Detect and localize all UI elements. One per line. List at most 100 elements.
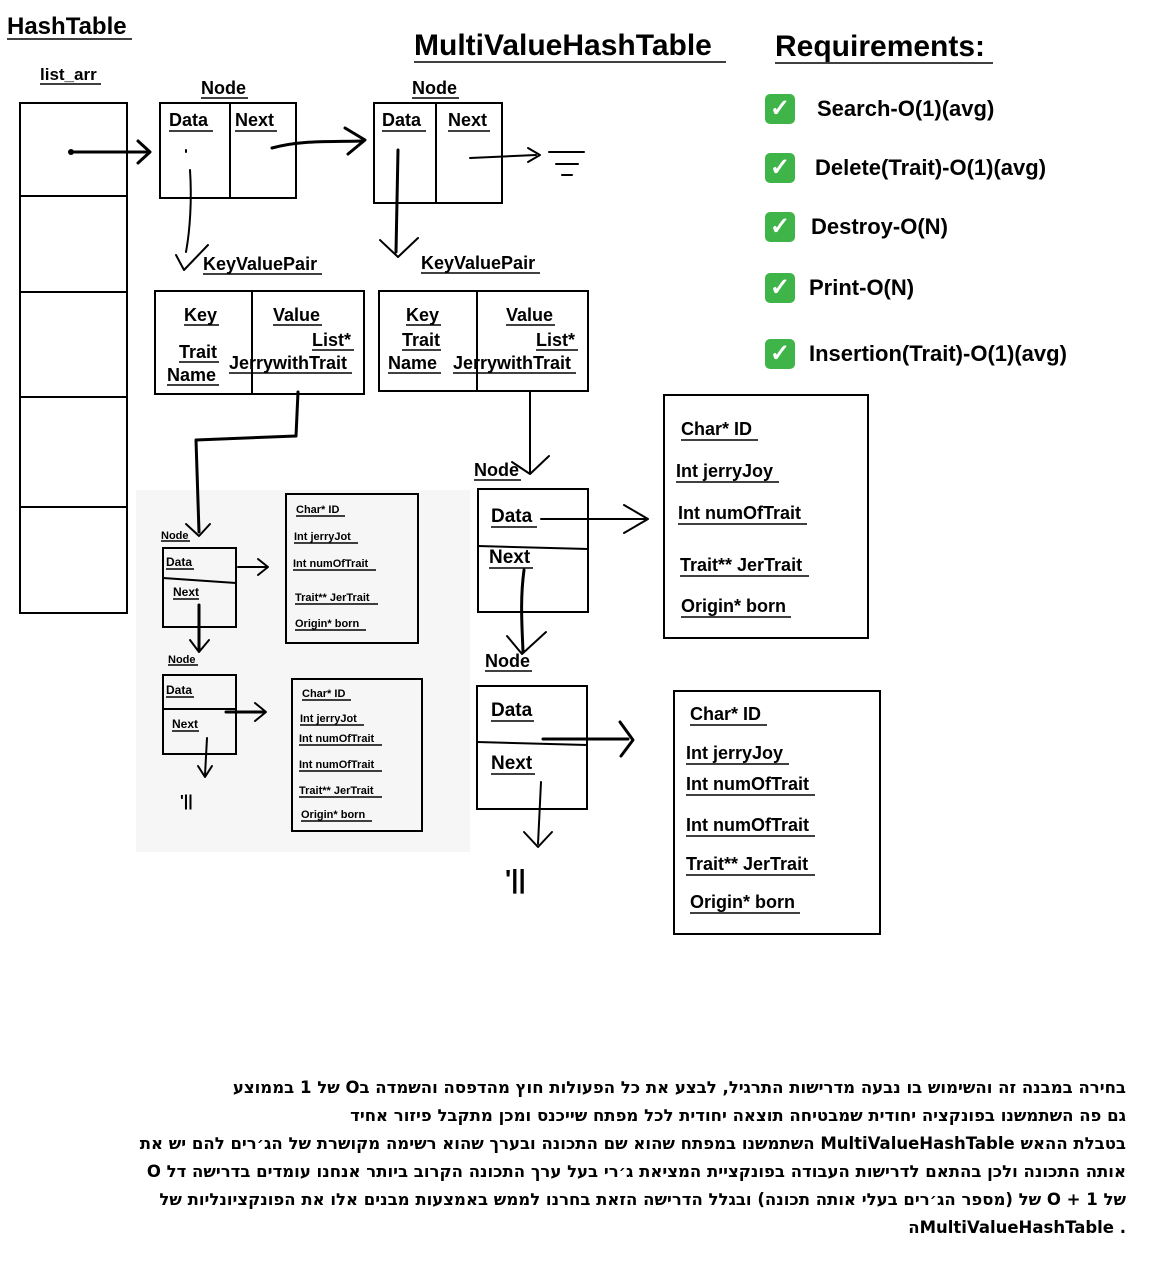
kvp1-name-label: Name	[167, 365, 216, 385]
node1-data-label: Data	[169, 110, 209, 130]
right-node-2	[476, 685, 588, 810]
right-node1-next-label: Next	[489, 547, 531, 568]
card1-num: Int numOfTrait	[678, 503, 801, 523]
paragraph-line: אותה התכונה ולכן בהתאם לדרישות העבודה בפ…	[146, 1162, 1126, 1181]
kvp2-trait-label: Trait	[402, 330, 440, 350]
jerry-card-small-1	[285, 493, 419, 644]
requirement-text: Search-O(1)(avg)	[817, 96, 995, 121]
requirement-item: ✓ Search-O(1)(avg)	[765, 94, 994, 124]
right-null-mark: '||	[505, 864, 526, 894]
kvp2-title: KeyValuePair	[421, 253, 535, 273]
node1-data-arrow	[185, 149, 192, 253]
right-node2-title: Node	[485, 651, 530, 671]
kvp1-value-arrow	[194, 390, 300, 534]
requirements-title: Requirements:	[775, 30, 985, 63]
card1-id: Char* ID	[681, 419, 752, 439]
paragraph-line: בחירה במבנה זה והשימוש בו נבעה מדרישות ה…	[232, 1078, 1126, 1097]
left-node1-data-label: Data	[166, 555, 192, 569]
small2-id: Char* ID	[302, 688, 345, 700]
card2-id: Char* ID	[690, 704, 761, 724]
card1-origin: Origin* born	[681, 596, 786, 616]
node1-next-arrow	[270, 139, 364, 150]
paragraph-line: בטבלת ההאש MultiValueHashTable השתמשנו ב…	[139, 1134, 1126, 1153]
card1-trait: Trait** JerTrait	[680, 555, 802, 575]
kvp1-jerry-label: JerrywithTrait	[229, 353, 347, 373]
kvp2-value-label: Value	[506, 305, 553, 325]
left-node1-title: Node	[161, 530, 189, 542]
kvp1-key-label: Key	[184, 305, 217, 325]
check-mark-icon: ✓	[765, 212, 795, 242]
small1-id: Char* ID	[296, 504, 339, 516]
left-node2-data-label: Data	[166, 683, 192, 697]
node2-next-label: Next	[448, 110, 487, 130]
paragraph-line: של 1 + O של (מספר הג׳רים בעלי אותה תכונה…	[159, 1190, 1126, 1209]
small1-num: Int numOfTrait	[293, 558, 369, 570]
node2-data-arrow	[394, 148, 400, 254]
small2-origin: Origin* born	[301, 809, 365, 821]
kvp1-title: KeyValuePair	[203, 254, 317, 274]
card1-joy: Int jerryJoy	[676, 461, 773, 481]
kvp1-value-label: Value	[273, 305, 320, 325]
kvp2-name-label: Name	[388, 353, 437, 373]
jerry-card-1	[663, 394, 869, 639]
jerry-card-2	[673, 690, 881, 935]
check-mark-icon: ✓	[765, 339, 795, 369]
right-node2-next-label: Next	[491, 753, 533, 774]
requirement-text: Destroy-O(N)	[811, 214, 948, 239]
explanation-paragraph: בחירה במבנה זה והשימוש בו נבעה מדרישות ה…	[30, 1074, 1126, 1242]
list-array	[19, 102, 128, 614]
left-node2-next-arrow	[204, 737, 208, 776]
left-chain-background	[136, 490, 470, 852]
key-value-pair-1	[154, 290, 365, 395]
right-node1-next-arrow	[520, 568, 526, 654]
node1-next-label: Next	[235, 110, 274, 130]
card2-origin: Origin* born	[690, 892, 795, 912]
node-1	[159, 102, 297, 199]
small1-joy: Int jerryJot	[294, 531, 351, 543]
check-mark-icon: ✓	[765, 273, 795, 303]
requirement-text: Insertion(Trait)-O(1)(avg)	[809, 341, 1067, 366]
card2-num-1: Int numOfTrait	[686, 774, 809, 794]
card2-num-2: Int numOfTrait	[686, 815, 809, 835]
requirement-text: Delete(Trait)-O(1)(avg)	[815, 155, 1047, 180]
small2-num-2: Int numOfTrait	[299, 759, 375, 771]
small1-trait: Trait** JerTrait	[295, 592, 370, 604]
kvp1-list-label: List*	[312, 330, 351, 350]
hashtable-title: HashTable	[7, 13, 127, 40]
paragraph-line: . MultiValueHashTableה	[908, 1218, 1126, 1237]
requirement-text: Print-O(N)	[809, 275, 915, 300]
check-mark-icon: ✓	[765, 153, 795, 183]
node2-data-label: Data	[382, 110, 422, 130]
kvp2-key-label: Key	[406, 305, 439, 325]
right-node-1	[477, 488, 589, 613]
right-node1-title: Node	[474, 460, 519, 480]
requirement-item: ✓ Insertion(Trait)-O(1)(avg)	[765, 339, 1067, 369]
right-node2-data-label: Data	[491, 700, 533, 721]
key-value-pair-2	[378, 290, 589, 392]
small1-origin: Origin* born	[295, 618, 359, 630]
right-node1-data-label: Data	[491, 506, 533, 527]
small2-num-1: Int numOfTrait	[299, 733, 375, 745]
left-node1-next-label: Next	[173, 585, 199, 599]
requirement-item: ✓ Delete(Trait)-O(1)(avg)	[765, 153, 1046, 183]
left-null-mark: '||	[180, 793, 193, 810]
requirement-item: ✓ Print-O(N)	[765, 273, 914, 303]
node2-title: Node	[412, 78, 457, 98]
card2-joy: Int jerryJoy	[686, 743, 783, 763]
jerry-card-small-2	[291, 678, 423, 832]
small2-trait: Trait** JerTrait	[299, 785, 374, 797]
kvp2-jerry-label: JerrywithTrait	[453, 353, 571, 373]
check-mark-icon: ✓	[765, 94, 795, 124]
multivalue-title: MultiValueHashTable	[414, 29, 712, 62]
null-ground-icon	[548, 151, 585, 176]
kvp1-trait-label: Trait	[179, 342, 217, 362]
node-2	[373, 102, 503, 204]
list-arr-label: list_arr	[40, 65, 97, 84]
paragraph-line: גם פה השתמשנו בפונקציה יחודית שמבטיחה תו…	[350, 1106, 1126, 1125]
small2-joy: Int jerryJot	[300, 713, 357, 725]
right-node2-next-arrow	[537, 781, 542, 845]
left-node2-next-label: Next	[172, 717, 198, 731]
node2-next-null-arrow	[469, 154, 537, 159]
requirement-item: ✓ Destroy-O(N)	[765, 212, 948, 242]
